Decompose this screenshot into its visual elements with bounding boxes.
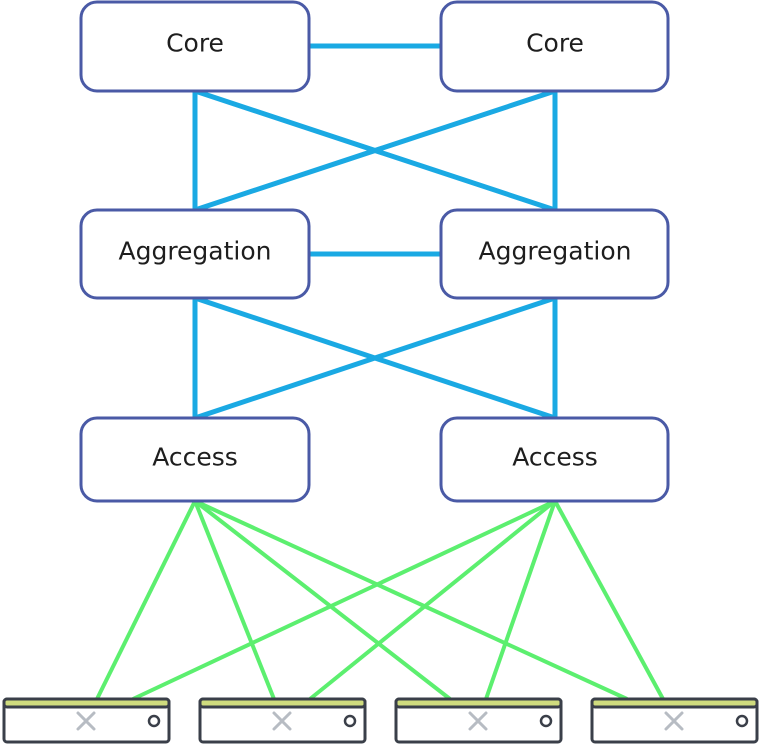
server-icon <box>468 711 488 731</box>
link-acc1-server2 <box>193 500 276 700</box>
server-1 <box>2 697 171 744</box>
server-2 <box>198 697 367 744</box>
link-acc1-server1 <box>95 500 197 700</box>
switch-links <box>192 43 558 421</box>
link-acc2-server1 <box>132 499 556 701</box>
node-label: Access <box>152 443 238 472</box>
core-switch-left: Core <box>79 0 311 93</box>
link-agg2-acc1 <box>194 295 556 421</box>
link-acc2-server3 <box>484 500 557 700</box>
link-core2-agg1 <box>194 88 556 213</box>
aggregation-switch-left: Aggregation <box>79 208 311 300</box>
server-links <box>95 499 665 701</box>
node-label: Aggregation <box>118 237 271 266</box>
node-label: Core <box>166 29 224 58</box>
aggregation-switch-right: Aggregation <box>439 208 670 300</box>
access-switch-right: Access <box>439 416 670 503</box>
access-switch-left: Access <box>79 416 311 503</box>
link-acc2-server4 <box>553 500 665 700</box>
node-label: Aggregation <box>478 237 631 266</box>
server-icon <box>664 711 684 731</box>
node-label: Core <box>526 29 584 58</box>
server-icon <box>272 711 292 731</box>
link-acc1-server3 <box>193 499 452 701</box>
server-3 <box>394 697 563 744</box>
node-label: Access <box>512 443 598 472</box>
link-acc2-server2 <box>308 499 557 701</box>
core-switch-right: Core <box>439 0 670 93</box>
server-status-light <box>735 714 749 728</box>
link-acc1-server4 <box>194 499 628 701</box>
server-status-light <box>147 714 161 728</box>
server-4 <box>590 697 759 744</box>
server-status-light <box>343 714 357 728</box>
server-status-light <box>539 714 553 728</box>
server-icon <box>76 711 96 731</box>
